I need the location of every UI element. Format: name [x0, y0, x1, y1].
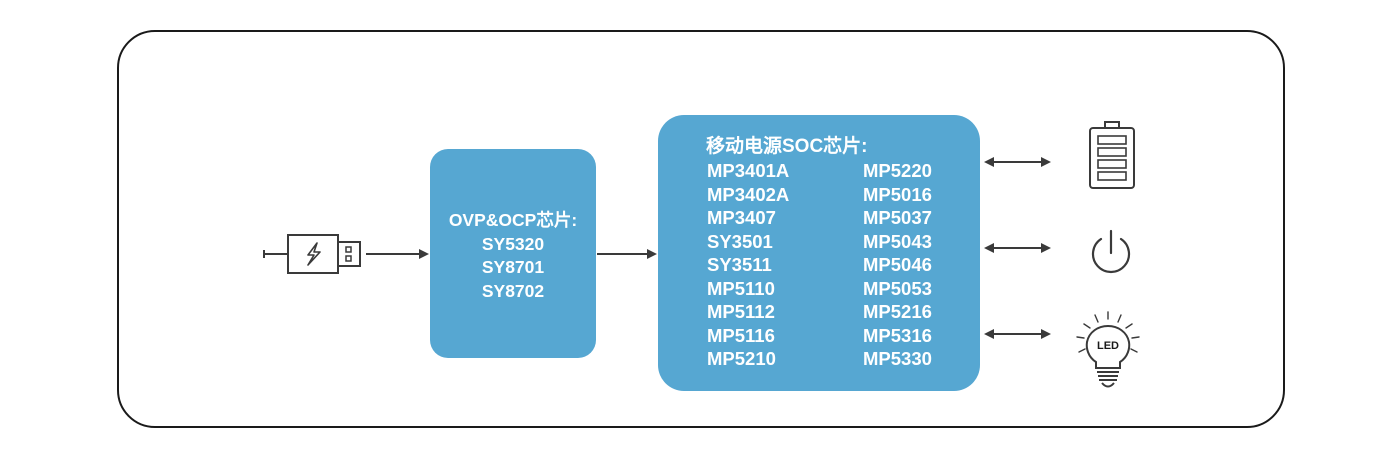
soc-chip: MP5110	[707, 277, 775, 299]
soc-chip: MP5316	[863, 324, 932, 346]
soc-chip: MP3401A	[707, 160, 790, 181]
soc-title: 移动电源SOC芯片:	[706, 136, 868, 157]
soc-chip: MP5220	[863, 160, 932, 181]
soc-chip: SY3511	[707, 254, 772, 275]
ovp-ocp-title: OVP&OCP芯片:	[448, 210, 578, 230]
ovp-chip: SY8702	[481, 280, 545, 301]
soc-chip: MP5037	[863, 207, 932, 228]
soc-chip: MP5116	[707, 324, 775, 346]
soc-chip-column-right: MP5220 MP5016 MP5037 MP5043 MP5046 MP505…	[863, 159, 932, 371]
soc-block: 移动电源SOC芯片: MP3401A MP3402A MP3407 SY3501…	[658, 115, 980, 391]
usb-plug-icon	[262, 232, 366, 276]
ovp-chip: SY8701	[481, 257, 545, 277]
power-icon	[1086, 227, 1136, 277]
battery-icon	[1088, 120, 1136, 192]
soc-chip: MP5053	[863, 277, 932, 299]
soc-chip: MP5112	[707, 301, 775, 322]
diagram-frame	[117, 30, 1285, 428]
soc-chip: MP3402A	[707, 183, 790, 205]
soc-chip: SY3501	[707, 230, 773, 252]
ovp-ocp-text: OVP&OCP芯片: SY5320 SY8701 SY8702	[430, 209, 596, 303]
soc-chip-column-left: MP3401A MP3402A MP3407 SY3501 SY3511 MP5…	[707, 159, 789, 371]
soc-chip: MP3407	[707, 207, 776, 228]
soc-chip: MP5210	[707, 348, 776, 369]
soc-chip: MP5043	[863, 230, 932, 252]
led-label: LED	[1097, 340, 1119, 352]
soc-chip: MP5016	[863, 183, 932, 205]
soc-chip: MP5216	[863, 301, 932, 322]
ovp-chip: SY5320	[481, 233, 545, 254]
soc-chip: MP5046	[863, 254, 932, 275]
ovp-ocp-block: OVP&OCP芯片: SY5320 SY8701 SY8702	[430, 149, 596, 358]
soc-chip: MP5330	[863, 348, 932, 369]
led-bulb-icon: LED	[1074, 311, 1142, 392]
